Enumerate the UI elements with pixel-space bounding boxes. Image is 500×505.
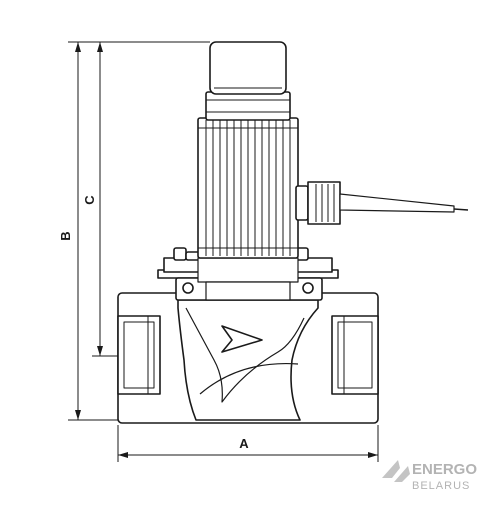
valve-body: [117, 292, 379, 424]
dimension-b-line: [68, 41, 118, 421]
dimension-c-line: [92, 41, 210, 357]
coil-housing: [197, 117, 299, 259]
dimension-a-label: A: [239, 436, 249, 451]
flow-arrow-icon: [221, 325, 263, 353]
logo-word-energo: ENERGO: [412, 461, 477, 478]
dimension-b-label: B: [58, 231, 73, 240]
coil-collar: [205, 91, 291, 121]
valve-cap: [209, 41, 287, 95]
cable: [339, 193, 455, 213]
bolt-left: [173, 247, 187, 261]
dimension-c-label: C: [82, 195, 97, 205]
cable-wire-end: [453, 208, 469, 211]
energo-belarus-logo: ENERGO BELARUS: [382, 460, 477, 492]
valve-flange: [157, 247, 339, 301]
cable-connector: [295, 181, 469, 225]
dimension-a-line: [117, 425, 379, 462]
logo-arrow-icon: [382, 460, 410, 482]
logo-word-belarus: BELARUS: [412, 480, 470, 492]
